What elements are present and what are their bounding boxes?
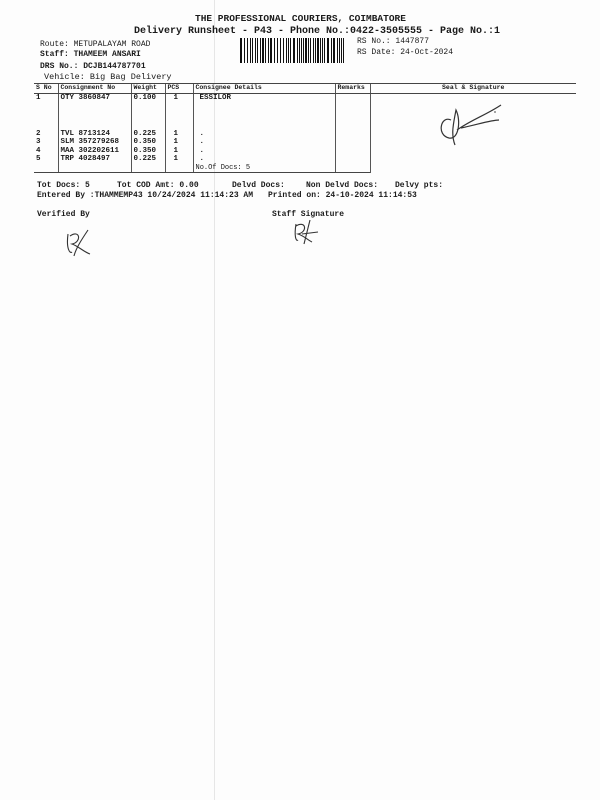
sno: 4 [36, 146, 41, 155]
fold-line [214, 0, 215, 800]
entered-by: Entered By :THAMMEMP43 10/24/2024 11:14:… [37, 191, 254, 200]
consignee: . [192, 155, 335, 164]
sno: 1 [36, 94, 41, 102]
weight: 0.225 [130, 155, 165, 164]
header-seal: Seal & Signature [369, 83, 576, 94]
vehicle: Vehicle: Big Bag Delivery [44, 72, 172, 82]
staff-signature-label: Staff Signature [272, 210, 345, 219]
consignment-no: TVL 8713124 [57, 129, 131, 138]
pcs: 1 [164, 93, 193, 130]
verified-by: Verified By [37, 210, 90, 219]
weight: 0.225 [130, 129, 165, 138]
non-delvd-docs: Non Delvd Docs: [306, 181, 379, 190]
remarks [334, 155, 370, 164]
rs-no: RS No.: 1447877 [357, 37, 430, 46]
header-consignee: Consignee Details [192, 83, 335, 94]
consignee: . [192, 146, 335, 155]
delvd-docs: Delvd Docs: [232, 181, 285, 190]
weight: 0.350 [130, 138, 165, 147]
consignment-no: TRP 4028497 [57, 155, 131, 164]
consignee: ESSILOR [192, 93, 335, 130]
remarks [334, 146, 370, 155]
drs-no: DRS No.: DCJB144787701 [40, 62, 146, 71]
remarks [334, 93, 370, 130]
rs-date: RS Date: 24-Oct-2024 [357, 48, 454, 57]
remarks [334, 129, 370, 138]
pcs: 1 [164, 129, 193, 138]
docs-count-row: No.Of Docs: 5 [34, 163, 576, 173]
printed-on: Printed on: 24-10-2024 11:14:53 [268, 191, 417, 200]
header-sno: S No [34, 83, 58, 94]
company-title: THE PROFESSIONAL COURIERS, COIMBATORE [195, 13, 406, 24]
remarks [334, 138, 370, 147]
staff-signature-icon [294, 219, 319, 245]
consignment-no: SLM 357279268 [57, 138, 131, 147]
weight: 0.100 [130, 93, 165, 130]
verifier-signature-icon [66, 229, 91, 257]
weight: 0.350 [130, 146, 165, 155]
delvy-pts: Delvy pts: [395, 181, 444, 190]
barcode [240, 38, 345, 63]
consignment-no: MAA 302202611 [57, 146, 131, 155]
seal-signature-cell [369, 93, 576, 173]
consignee: . [192, 138, 335, 147]
consignment-table: S No Consignment No Weight PCS Consignee… [34, 83, 576, 173]
no-of-docs: No.Of Docs: 5 [192, 163, 335, 173]
pcs: 1 [164, 138, 193, 147]
sno: 2 [36, 129, 41, 138]
tot-docs: Tot Docs: 5 [37, 181, 90, 190]
sno: 3 [36, 138, 41, 146]
pcs: 1 [164, 155, 193, 164]
staff: Staff: THAMEEM ANSARI [40, 50, 141, 59]
seal-signature-icon [440, 104, 501, 146]
sno: 5 [36, 155, 41, 163]
consignment-no: OTY 3860847 [57, 93, 131, 130]
tot-cod-amt: Tot COD Amt: 0.00 [117, 181, 199, 190]
header-consignment: Consignment No [57, 83, 131, 94]
header-pcs: PCS [164, 83, 193, 94]
route: Route: METUPALAYAM ROAD [40, 40, 151, 49]
header-remarks: Remarks [334, 83, 370, 94]
pcs: 1 [164, 146, 193, 155]
consignee: . [192, 129, 335, 138]
runsheet-subtitle: Delivery Runsheet - P43 - Phone No.:0422… [134, 26, 501, 37]
header-weight: Weight [130, 83, 165, 94]
